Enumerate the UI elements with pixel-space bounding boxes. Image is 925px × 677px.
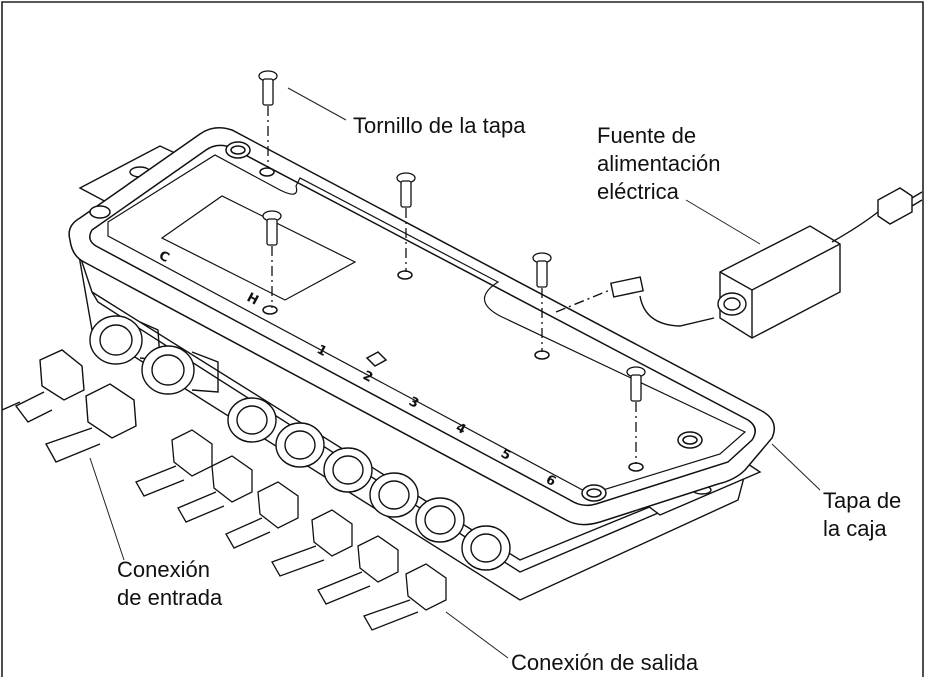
box-cover-label-line-1: Tapa de xyxy=(823,488,902,513)
output-connectors xyxy=(135,429,447,631)
coax-connector-icon xyxy=(317,535,399,605)
power-supply-label: Fuente de alimentación eléctrica xyxy=(597,122,721,206)
coax-connector-icon xyxy=(44,383,137,463)
box-lid xyxy=(68,127,775,526)
input-connection-label-line-2: de entrada xyxy=(117,585,223,610)
screw-icon xyxy=(396,172,416,272)
cable-gland-icon xyxy=(323,447,373,493)
input-connectors xyxy=(1,349,137,463)
cable-gland-icon xyxy=(227,397,277,443)
cable-gland-icon xyxy=(275,422,325,468)
cable-gland-icon xyxy=(415,497,465,543)
output-connection-label: Conexión de salida xyxy=(511,650,699,675)
coax-connector-icon xyxy=(135,429,213,497)
coax-connector-icon xyxy=(1,349,85,423)
power-supply xyxy=(555,187,923,339)
cable-gland-icon xyxy=(89,315,161,365)
power-supply-label-line-3: eléctrica xyxy=(597,179,679,204)
cover-screw-label: Tornillo de la tapa xyxy=(353,113,526,138)
coax-connector-icon xyxy=(177,455,253,523)
screw-icon xyxy=(258,70,278,168)
cover-screws xyxy=(258,70,646,464)
plug-icon xyxy=(877,187,923,225)
power-supply-label-line-1: Fuente de xyxy=(597,123,697,148)
screw-icon xyxy=(532,252,552,352)
coax-connector-icon xyxy=(363,563,447,631)
screw-icon xyxy=(626,366,646,464)
power-adapter-icon xyxy=(717,225,841,339)
screw-icon xyxy=(262,210,282,308)
coax-connector-icon xyxy=(271,509,353,577)
coax-connector-icon xyxy=(225,481,299,549)
cable-gland-icon xyxy=(141,345,219,395)
cable-glands xyxy=(89,315,511,571)
input-connection-label-line-1: Conexión xyxy=(117,557,210,582)
power-supply-label-line-2: alimentación xyxy=(597,151,721,176)
input-connection-label: Conexión de entrada xyxy=(117,556,222,612)
leader-lines xyxy=(89,87,821,659)
box-cover-label: Tapa de la caja xyxy=(823,487,901,543)
cable-gland-icon xyxy=(369,472,419,518)
cable-gland-icon xyxy=(461,525,511,571)
box-cover-label-line-2: la caja xyxy=(823,516,887,541)
